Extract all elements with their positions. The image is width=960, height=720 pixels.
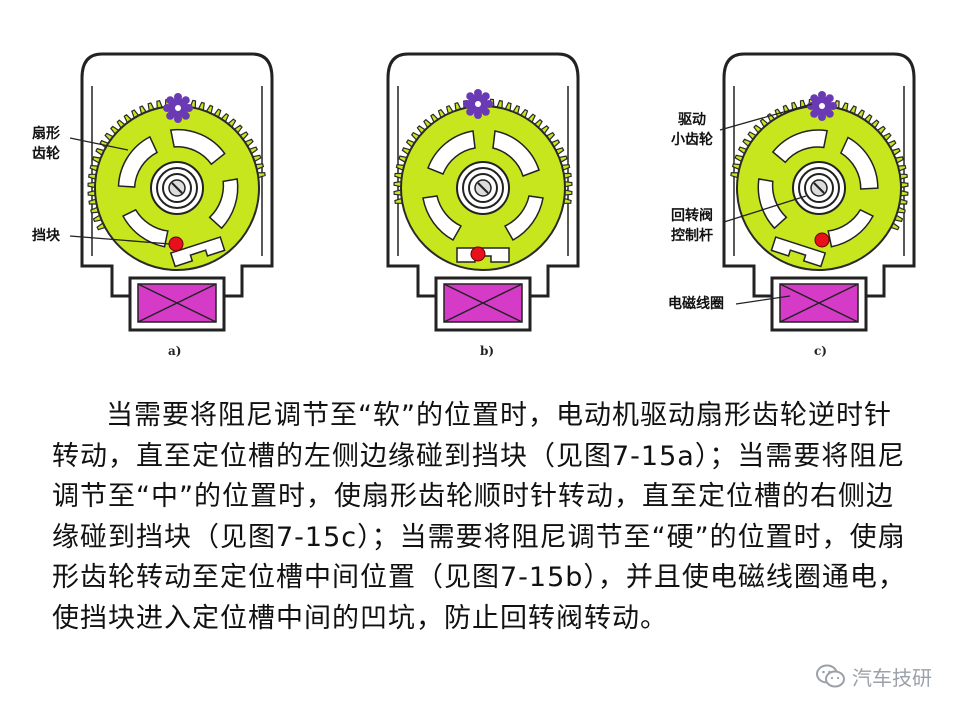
leader-solenoid [735, 295, 791, 305]
stopper-ball [814, 232, 830, 248]
caption-panel-c: c) [814, 344, 827, 358]
panel-b [386, 52, 580, 332]
stopper-ball [470, 246, 486, 262]
leader-stopper [69, 235, 171, 245]
caption-panel-a: a) [168, 344, 182, 358]
leader-rotary-valve-rod [723, 195, 807, 223]
label-drive-pinion: 驱动 小齿轮 [671, 112, 713, 148]
damper-gear-diagram [69, 52, 916, 332]
drive-pinion [463, 89, 493, 119]
watermark: 汽车技研 [816, 662, 932, 691]
watermark-text: 汽车技研 [852, 666, 932, 690]
label-stopper: 挡块 [32, 228, 60, 244]
leader-sector-gear [69, 137, 129, 151]
stopper-ball [168, 236, 184, 252]
leader-drive-pinion [719, 103, 813, 131]
drive-pinion [163, 93, 193, 123]
drive-pinion [807, 91, 837, 121]
label-solenoid: 电磁线圈 [668, 296, 724, 312]
panel-a [80, 52, 274, 332]
body-paragraph: 当需要将阻尼调节至“软”的位置时，电动机驱动扇形齿轮逆时针转动，直至定位槽的左侧… [52, 396, 912, 639]
sector-gear [393, 98, 573, 271]
caption-panel-b: b) [480, 344, 495, 358]
paragraph-text: 当需要将阻尼调节至“软”的位置时，电动机驱动扇形齿轮逆时针转动，直至定位槽的左侧… [52, 400, 906, 634]
panel-c [722, 52, 916, 332]
label-sector-gear: 扇形 齿轮 [32, 126, 60, 162]
label-rotary-valve-rod: 回转阀 控制杆 [671, 208, 713, 244]
wechat-icon [816, 664, 845, 687]
